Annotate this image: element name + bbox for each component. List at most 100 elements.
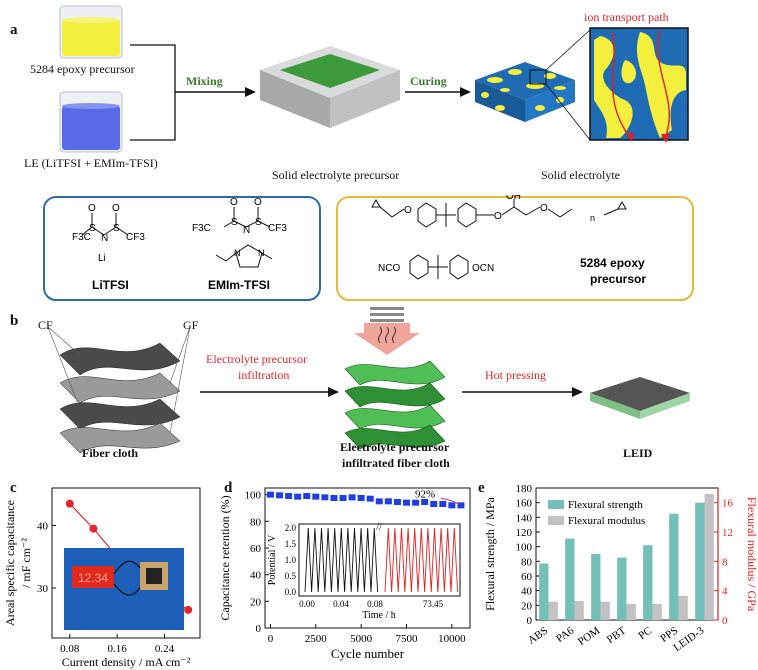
electrolyte-label: Solid electrolyte <box>541 168 620 182</box>
heat-arrow <box>354 307 420 355</box>
y2-tick-label-e-0: 0 <box>722 615 728 627</box>
mixing-bracket <box>130 44 176 141</box>
chem-n-1: N <box>101 233 108 244</box>
inset-y-tick-d-4: 2.0 <box>285 523 297 533</box>
chem-cf3-1: CF3 <box>126 232 145 243</box>
chem-o-3: O <box>230 197 238 208</box>
bar-strength-0 <box>539 563 549 620</box>
emim-name: EMIm-TFSI <box>208 278 270 292</box>
y-tick-label-c-1: 40 <box>37 521 49 533</box>
y-tick-label-e-8: 160 <box>516 498 533 510</box>
y-tick-label-d-5: 100 <box>245 490 262 502</box>
fiber-cloth-label: Fiber cloth <box>82 446 139 460</box>
data-point-d-4 <box>303 493 311 499</box>
y-axis-label-d: Capacitance retention (%) <box>218 495 232 620</box>
y-tick-label-d-4: 80 <box>250 516 262 528</box>
fiber-cloth-stack <box>47 326 191 454</box>
data-point-d-11 <box>366 495 374 502</box>
precursor-tray <box>260 46 400 128</box>
inset-gcd-black-d <box>304 527 379 593</box>
x-tick-label-d-1: 2500 <box>305 633 328 645</box>
y-tick-label-d-3: 60 <box>250 543 262 555</box>
y-tick-label-e-6: 120 <box>516 527 533 539</box>
panel-label-b: b <box>10 313 19 329</box>
x-tick-label-d-2: 5000 <box>350 633 373 645</box>
chem-n-3: N <box>234 248 241 258</box>
x-tick-label-c-1: 0.16 <box>107 643 127 655</box>
data-point-d-7 <box>330 495 338 501</box>
inset-x-label-d: Time / h <box>362 610 396 621</box>
x-tick-label-e-4: PC <box>636 625 654 643</box>
y-tick-label-e-3: 60 <box>521 571 533 583</box>
x-tick-label-e-6: LEID-3 <box>671 624 706 654</box>
x-axis-label-d: Cycle number <box>331 646 405 661</box>
panel-label-c: c <box>10 480 17 496</box>
y-tick-label-e-5: 100 <box>516 542 533 554</box>
chem-cf3-2: CF3 <box>268 223 287 234</box>
data-point-d-3 <box>294 493 302 500</box>
chem-s-1: S <box>89 223 96 234</box>
panel-label-e: e <box>478 480 485 496</box>
leid-laminate <box>590 377 690 419</box>
chem-oh: OH <box>506 195 521 202</box>
data-point-c-5 <box>184 605 193 614</box>
chem-f3c-1: F3C <box>72 232 91 243</box>
data-point-d-8 <box>339 495 347 501</box>
litfsi-name: LiTFSI <box>92 278 129 292</box>
panel-a-schematic <box>59 5 689 153</box>
data-point-d-19 <box>439 501 447 507</box>
legend-swatch-strength <box>548 500 564 509</box>
infiltrated-label-2: infiltrated fiber cloth <box>342 456 450 470</box>
bar-modulus-6 <box>704 493 714 620</box>
chem-o-6: O <box>494 211 502 222</box>
y-tick-label-e-4: 80 <box>521 556 533 568</box>
beaker1-label: 5284 epoxy precursor <box>30 62 135 76</box>
y-tick-label-e-2: 40 <box>521 586 533 598</box>
bar-strength-5 <box>669 513 679 620</box>
inset-wire-c-1 <box>113 560 141 575</box>
y-tick-label-c-0: 30 <box>37 583 49 595</box>
beaker-le <box>59 91 123 153</box>
chem-o-5: O <box>404 205 412 216</box>
ion-path-label: ion transport path <box>584 10 669 24</box>
epoxy-box <box>336 196 694 301</box>
precursor-label: Solid electrolyte precursor <box>272 168 400 182</box>
data-point-d-12 <box>375 498 383 505</box>
x-tick-label-d-3: 7500 <box>396 633 419 645</box>
inset-x-tick-d-0: 0.00 <box>299 599 315 609</box>
y2-tick-label-e-2: 8 <box>722 556 728 568</box>
inset-x-tick-d-1: 0.04 <box>333 599 349 609</box>
chem-o-1: O <box>88 203 96 214</box>
leid-label: LEID <box>623 446 653 460</box>
y2-axis-label-e: Flexural modulus / GPa <box>745 497 758 612</box>
bar-modulus-4 <box>652 603 662 620</box>
infiltration-label-1: Electrolyte precursor <box>206 352 307 366</box>
y-axis-label-c-2: / mF cm⁻² <box>19 538 33 588</box>
x-tick-label-e-2: POM <box>576 625 603 649</box>
chem-s-4: S <box>255 217 262 228</box>
bar-modulus-0 <box>548 601 558 620</box>
data-point-d-6 <box>321 494 329 501</box>
data-point-d-2 <box>285 493 293 499</box>
x-axis-label-c: Current density / mA cm⁻² <box>62 655 191 669</box>
panel-label-d: d <box>224 480 233 496</box>
infiltrated-label-1: Electrolyte precursor <box>340 440 450 454</box>
data-point-d-13 <box>384 498 392 505</box>
y-tick-label-d-1: 20 <box>250 596 262 608</box>
y2-tick-label-e-4: 16 <box>722 498 734 510</box>
bar-strength-6 <box>695 502 705 620</box>
inset-y-tick-d-3: 1.5 <box>285 539 297 549</box>
data-point-c-0 <box>65 499 74 508</box>
infiltration-label-2: infiltration <box>238 368 290 382</box>
x-tick-label-c-2: 0.24 <box>155 643 175 655</box>
x-tick-label-d-4: 10000 <box>438 633 466 645</box>
data-point-d-17 <box>421 499 429 505</box>
bar-strength-3 <box>617 557 627 620</box>
y-tick-label-d-2: 40 <box>250 570 262 582</box>
beaker-epoxy <box>59 5 123 59</box>
bar-modulus-2 <box>600 601 610 620</box>
data-point-c-1 <box>89 524 98 533</box>
panel-label-a: a <box>10 22 18 38</box>
